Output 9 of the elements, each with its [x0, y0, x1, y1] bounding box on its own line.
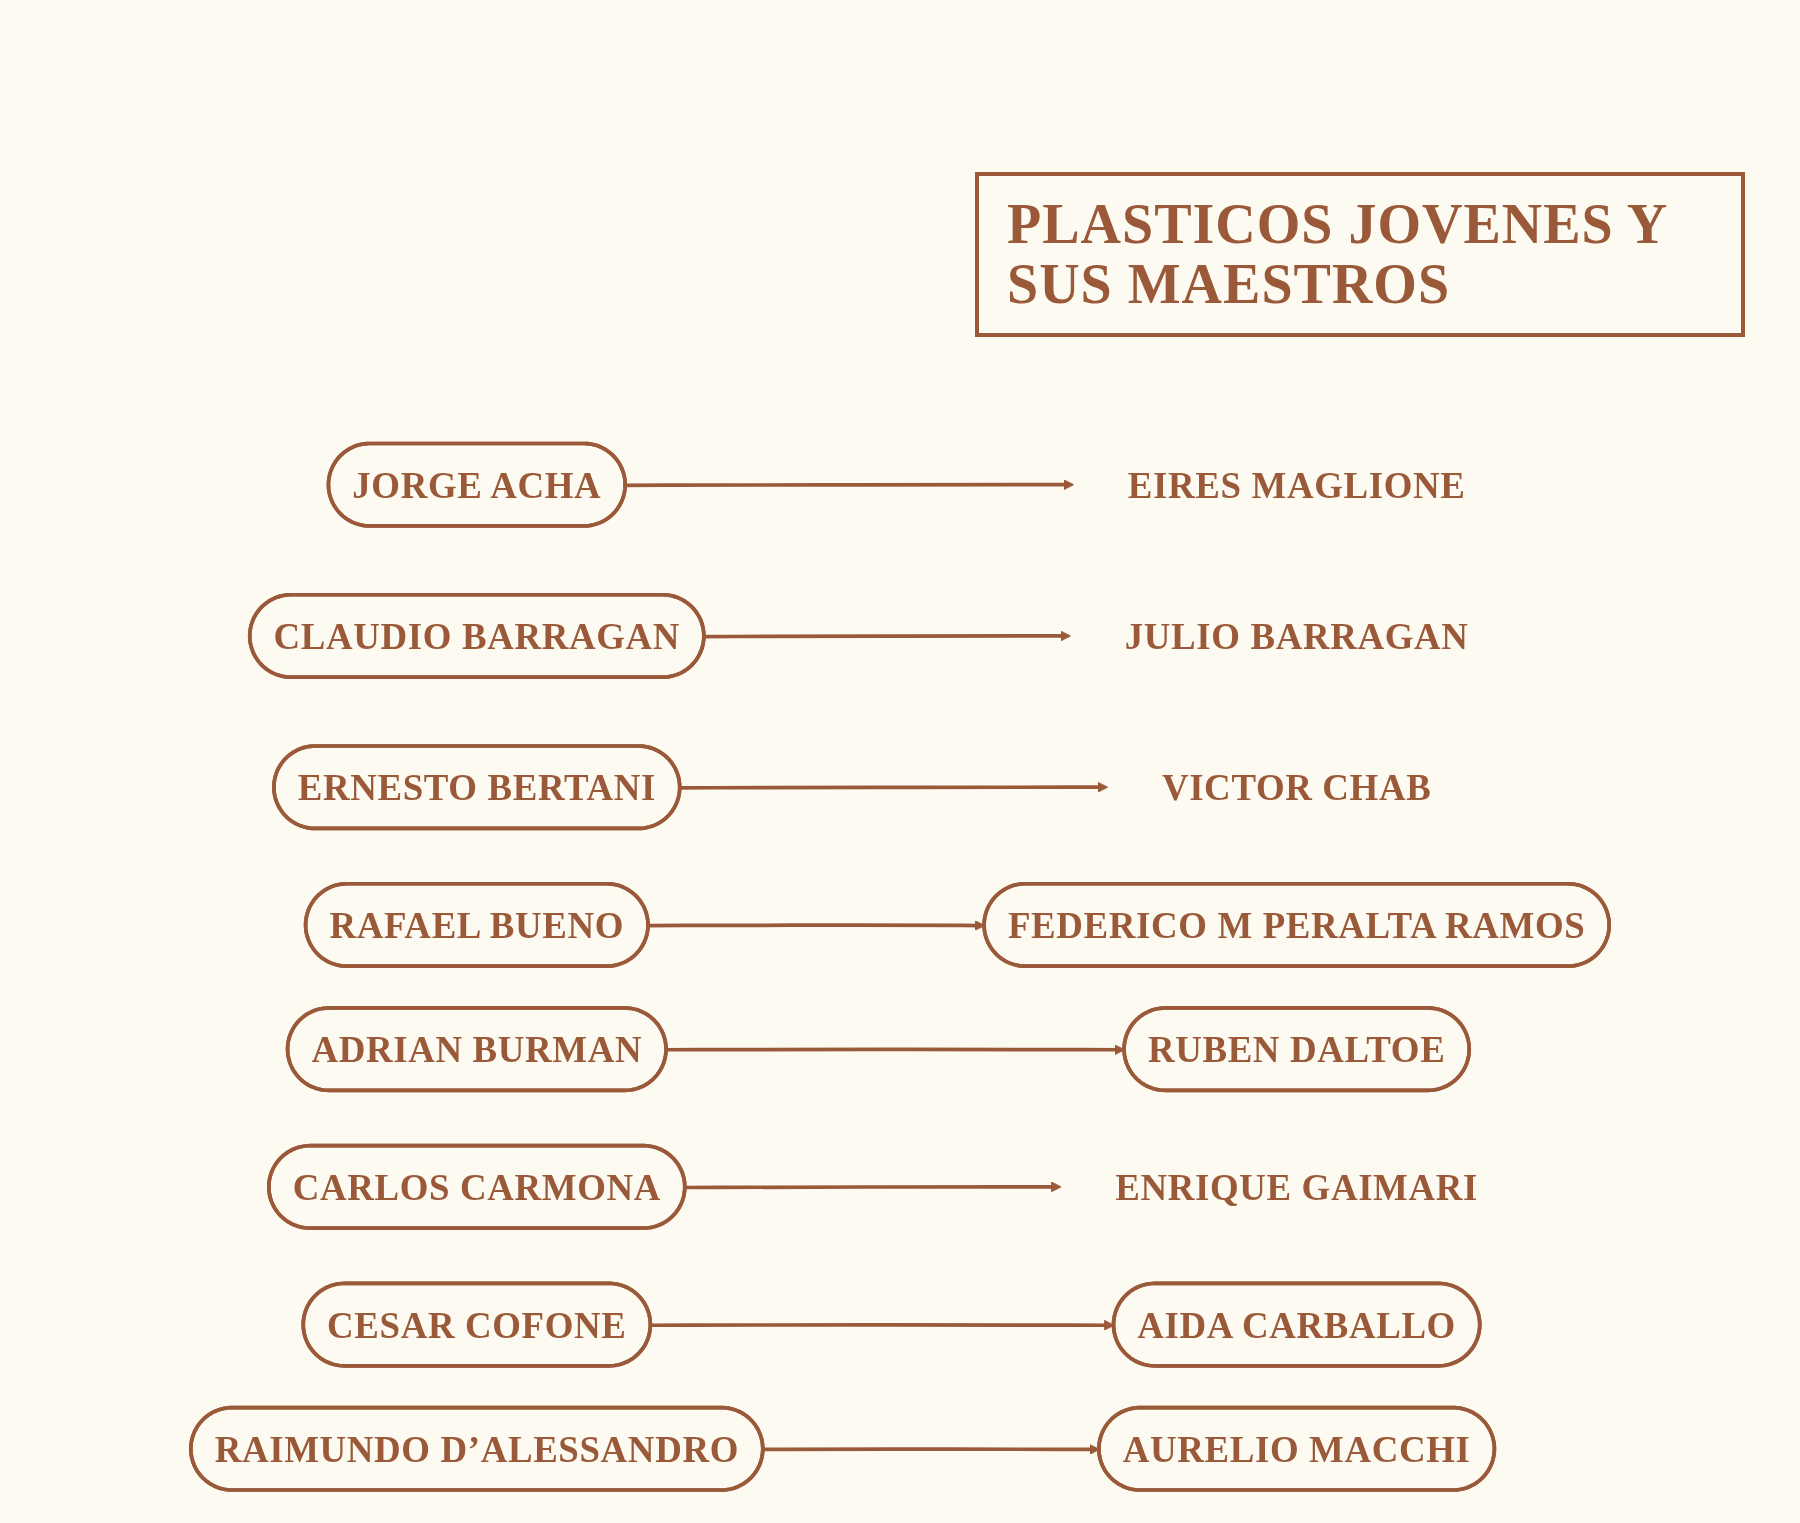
node-text: VICTOR CHAB [1161, 766, 1432, 808]
node-text: ENRIQUE GAIMARI [1115, 1166, 1479, 1208]
arrow [704, 630, 1072, 642]
node-text: EIRES MAGLIONE [1127, 464, 1466, 505]
diagram-title: PLASTICOS JOVENES Y SUS MAESTROS [975, 172, 1745, 337]
arrow [625, 479, 1075, 491]
arrow [685, 1181, 1062, 1193]
arrow [680, 781, 1109, 793]
node-text: JULIO BARRAGAN [1124, 615, 1469, 657]
